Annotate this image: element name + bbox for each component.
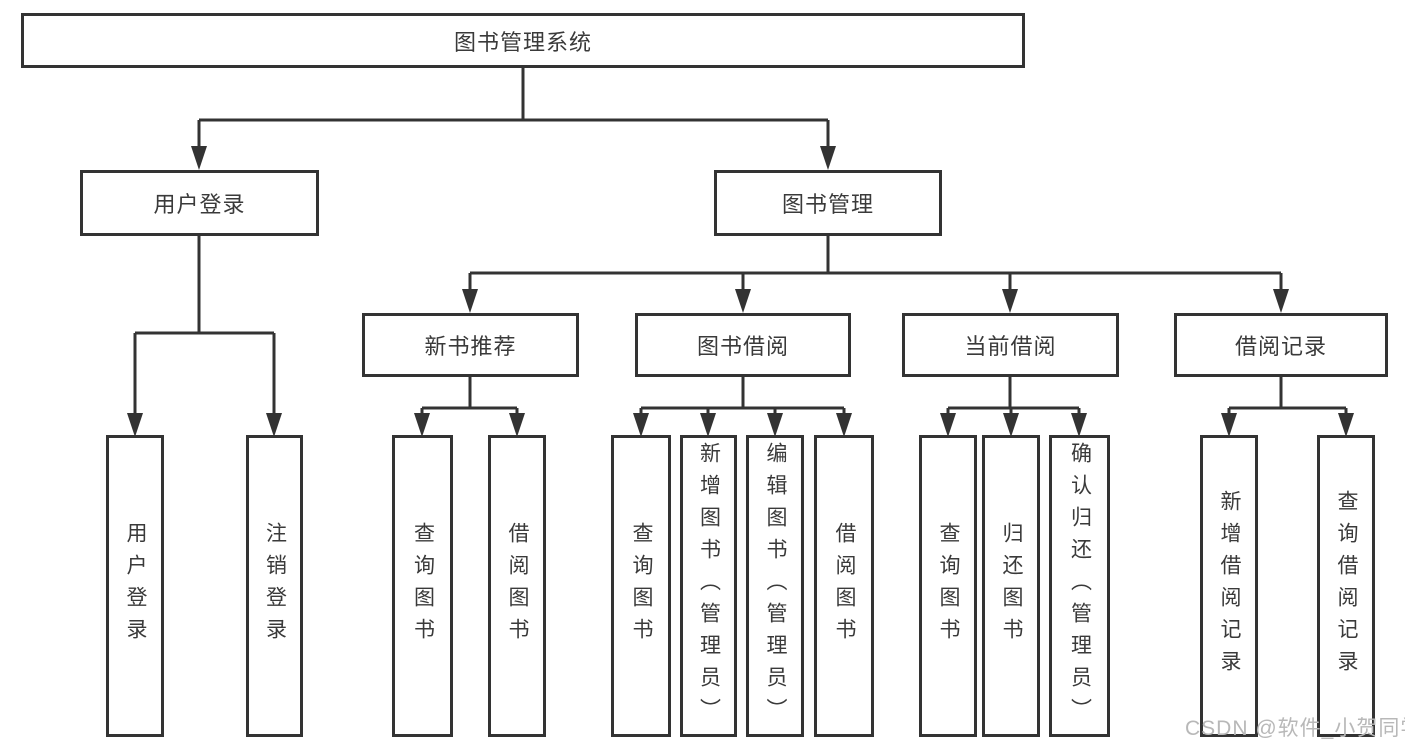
node-borrow-records-label: 借阅记录 [1234, 334, 1327, 359]
node-new-book-recommend-label: 新书推荐 [424, 334, 517, 359]
node-user-login: 用户登录 [80, 170, 319, 236]
leaf-borrow-borrow-books: 借阅图书 [814, 435, 874, 737]
node-current-borrow-label: 当前借阅 [964, 334, 1057, 359]
leaf-current-query-books: 查询图书 [919, 435, 977, 737]
leaf-recommend-borrow-books: 借阅图书 [488, 435, 546, 737]
csdn-watermark: CSDN @软件_小贺同学 [1185, 717, 1405, 740]
node-new-book-recommend: 新书推荐 [362, 313, 579, 377]
leaf-borrow-add-books-admin-label: 新增图书（管理员） [697, 442, 721, 730]
node-book-management: 图书管理 [714, 170, 942, 236]
leaf-recommend-query-books-label: 查询图书 [411, 522, 435, 650]
leaf-current-query-books-label: 查询图书 [937, 522, 960, 650]
leaf-user-login-label: 用户登录 [124, 522, 147, 650]
leaf-borrow-add-books-admin: 新增图书（管理员） [680, 435, 737, 737]
root-node-library-system: 图书管理系统 [21, 13, 1025, 68]
leaf-logout: 注销登录 [246, 435, 303, 737]
node-borrow-records: 借阅记录 [1174, 313, 1388, 377]
leaf-current-return-books: 归还图书 [982, 435, 1040, 737]
leaf-records-query-record: 查询借阅记录 [1317, 435, 1375, 737]
leaf-current-confirm-return-admin-label: 确认归还（管理员） [1068, 442, 1092, 730]
leaf-user-login: 用户登录 [106, 435, 164, 737]
leaf-logout-label: 注销登录 [263, 522, 287, 650]
leaf-borrow-edit-books-admin-label: 编辑图书（管理员） [764, 442, 787, 730]
leaf-borrow-query-books: 查询图书 [611, 435, 671, 737]
leaf-borrow-borrow-books-label: 借阅图书 [833, 522, 856, 650]
leaf-records-query-record-label: 查询借阅记录 [1335, 490, 1358, 682]
leaf-current-confirm-return-admin: 确认归还（管理员） [1049, 435, 1110, 737]
leaf-recommend-query-books: 查询图书 [392, 435, 453, 737]
leaf-current-return-books-label: 归还图书 [1000, 522, 1023, 650]
leaf-recommend-borrow-books-label: 借阅图书 [506, 522, 529, 650]
node-user-login-label: 用户登录 [153, 192, 246, 217]
leaf-records-add-record-label: 新增借阅记录 [1218, 490, 1241, 682]
leaf-borrow-edit-books-admin: 编辑图书（管理员） [746, 435, 804, 737]
node-current-borrow: 当前借阅 [902, 313, 1119, 377]
leaf-records-add-record: 新增借阅记录 [1200, 435, 1258, 737]
node-book-management-label: 图书管理 [781, 192, 874, 217]
node-book-borrow-label: 图书借阅 [696, 334, 789, 359]
leaf-borrow-query-books-label: 查询图书 [630, 522, 653, 650]
node-book-borrow: 图书借阅 [635, 313, 851, 377]
root-node-label: 图书管理系统 [453, 29, 592, 55]
